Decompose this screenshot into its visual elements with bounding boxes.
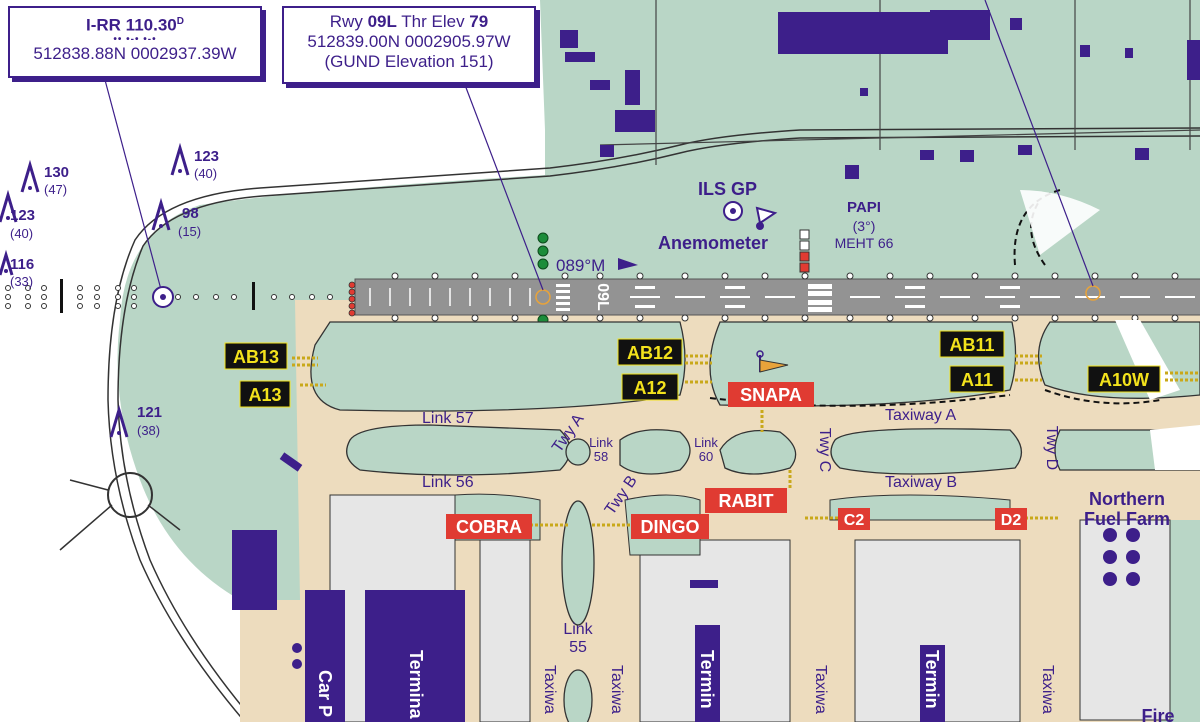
stand-RABIT: RABIT xyxy=(719,491,774,511)
papi-label: PAPI xyxy=(847,199,881,216)
stand-C2: C2 xyxy=(844,512,865,529)
label-link58b: 58 xyxy=(594,449,608,464)
buildings xyxy=(232,10,1200,722)
label-link58a: Link xyxy=(589,435,613,450)
anemometer-icon xyxy=(755,206,778,230)
label-fuel-farm-1: Northern xyxy=(1089,489,1165,509)
hold-A11: A11 xyxy=(961,370,993,390)
hold-A10W: A10W xyxy=(1099,370,1149,390)
stand-DINGO: DINGO xyxy=(640,517,699,537)
navaid-info-box: I-RR 110.30D •• •-• •-• 512838.88N 00029… xyxy=(8,6,262,78)
threshold-coords: 512839.00N 0002905.97W xyxy=(307,32,511,51)
apron-2 xyxy=(479,539,531,722)
stand-SNAPA: SNAPA xyxy=(740,385,802,405)
label-terminal-3: Termin xyxy=(922,650,942,709)
label-car-park: Car P xyxy=(315,670,335,717)
obstacle-3-elev: 123 xyxy=(10,207,35,224)
threshold-gund: (GUND Elevation 151) xyxy=(324,52,494,71)
obstacle-1-agl: (47) xyxy=(44,182,67,197)
obstacle-5-agl: (33) xyxy=(10,274,33,289)
grass-island-4 xyxy=(346,424,571,476)
label-taxiway-b: Taxiway B xyxy=(885,474,957,491)
anemometer-label: Anemometer xyxy=(658,233,768,253)
navaid-dme-sup: D xyxy=(176,16,184,27)
label-link60b: 60 xyxy=(699,449,713,464)
papi-angle: (3°) xyxy=(853,218,876,234)
label-taxiway-v2: Taxiwa xyxy=(608,665,625,714)
obstacle-icons xyxy=(0,142,190,438)
ils-gp-label: ILS GP xyxy=(698,179,757,199)
obstacle-2-agl: (40) xyxy=(194,166,217,181)
hold-AB12: AB12 xyxy=(627,343,673,363)
runway-designator: 09L xyxy=(594,283,611,311)
obstacle-3-agl: (40) xyxy=(10,226,33,241)
obstacle-6-elev: 121 xyxy=(137,404,162,421)
hold-A12: A12 xyxy=(633,378,666,398)
grass-island-1 xyxy=(310,321,686,412)
stand-labels: SNAPA RABIT COBRA DINGO C2 D2 xyxy=(446,382,1027,539)
label-twy-d: Twy D xyxy=(1043,426,1060,470)
perimeter-road xyxy=(107,127,1200,722)
hold-A13: A13 xyxy=(248,385,281,405)
navaid-ident-line: I-RR 110.30D xyxy=(10,12,260,36)
label-taxiway-v1: Taxiwa xyxy=(541,665,558,714)
stand-COBRA: COBRA xyxy=(456,517,522,537)
label-terminal-1: Termina xyxy=(406,650,426,720)
label-link57: Link 57 xyxy=(422,410,474,427)
navaid-ident: I-RR 110.30 xyxy=(86,15,177,35)
label-terminal-2: Termin xyxy=(697,650,717,709)
label-fuel-farm-2: Fuel Farm xyxy=(1084,509,1170,529)
label-twy-c: Twy C xyxy=(816,428,833,472)
label-link55a: Link xyxy=(563,621,593,638)
heading-arrow-icon xyxy=(618,258,638,270)
navaid-coords: 512838.88N 0002937.39W xyxy=(33,43,237,63)
stand-D2: D2 xyxy=(1001,512,1022,529)
holding-point-labels: AB13 A13 AB12 A12 AB11 A11 A10W xyxy=(224,330,1161,408)
roundabout xyxy=(107,472,153,518)
label-link60a: Link xyxy=(694,435,718,450)
apron-5 xyxy=(1079,519,1171,721)
threshold-info-box: Rwy 09L Thr Elev 79 512839.00N 0002905.9… xyxy=(282,6,536,84)
obstacle-1-elev: 130 xyxy=(44,164,69,181)
threshold-line1: Rwy 09L Thr Elev 79 xyxy=(329,12,489,31)
navaid-leader-line xyxy=(104,79,164,298)
obstacle-6-agl: (38) xyxy=(137,423,160,438)
ils-gp-icon xyxy=(723,201,743,221)
threshold-leader-line xyxy=(464,84,544,291)
obstacle-5-elev: 116 xyxy=(10,256,34,273)
label-link56: Link 56 xyxy=(422,474,474,491)
label-taxiway-v3: Taxiwa xyxy=(812,665,829,714)
threshold-elev: 79 xyxy=(469,12,489,31)
papi-lights-icon xyxy=(799,229,810,273)
label-fire: Fire xyxy=(1141,706,1174,722)
localizer-icon xyxy=(152,286,174,308)
approach-lighting xyxy=(5,279,333,313)
windsock-icon xyxy=(756,350,789,373)
runway-heading: 089°M xyxy=(556,256,605,275)
label-taxiway-v4: Taxiwa xyxy=(1039,665,1056,714)
label-taxiway-a: Taxiway A xyxy=(885,407,956,424)
meht-label: MEHT 66 xyxy=(835,235,894,251)
navaid-morse: •• •-• •-• xyxy=(113,33,157,45)
threshold-runway: 09L xyxy=(367,12,397,31)
obstacle-2-elev: 123 xyxy=(194,148,219,165)
label-link55b: 55 xyxy=(569,639,587,656)
obstacle-4-agl: (15) xyxy=(178,224,201,239)
runway-edge-lights xyxy=(391,272,1179,322)
hold-AB13: AB13 xyxy=(233,347,279,367)
obstacle-4-elev: 98 xyxy=(182,205,199,222)
hold-AB11: AB11 xyxy=(949,335,994,355)
apron-4 xyxy=(854,539,1021,722)
